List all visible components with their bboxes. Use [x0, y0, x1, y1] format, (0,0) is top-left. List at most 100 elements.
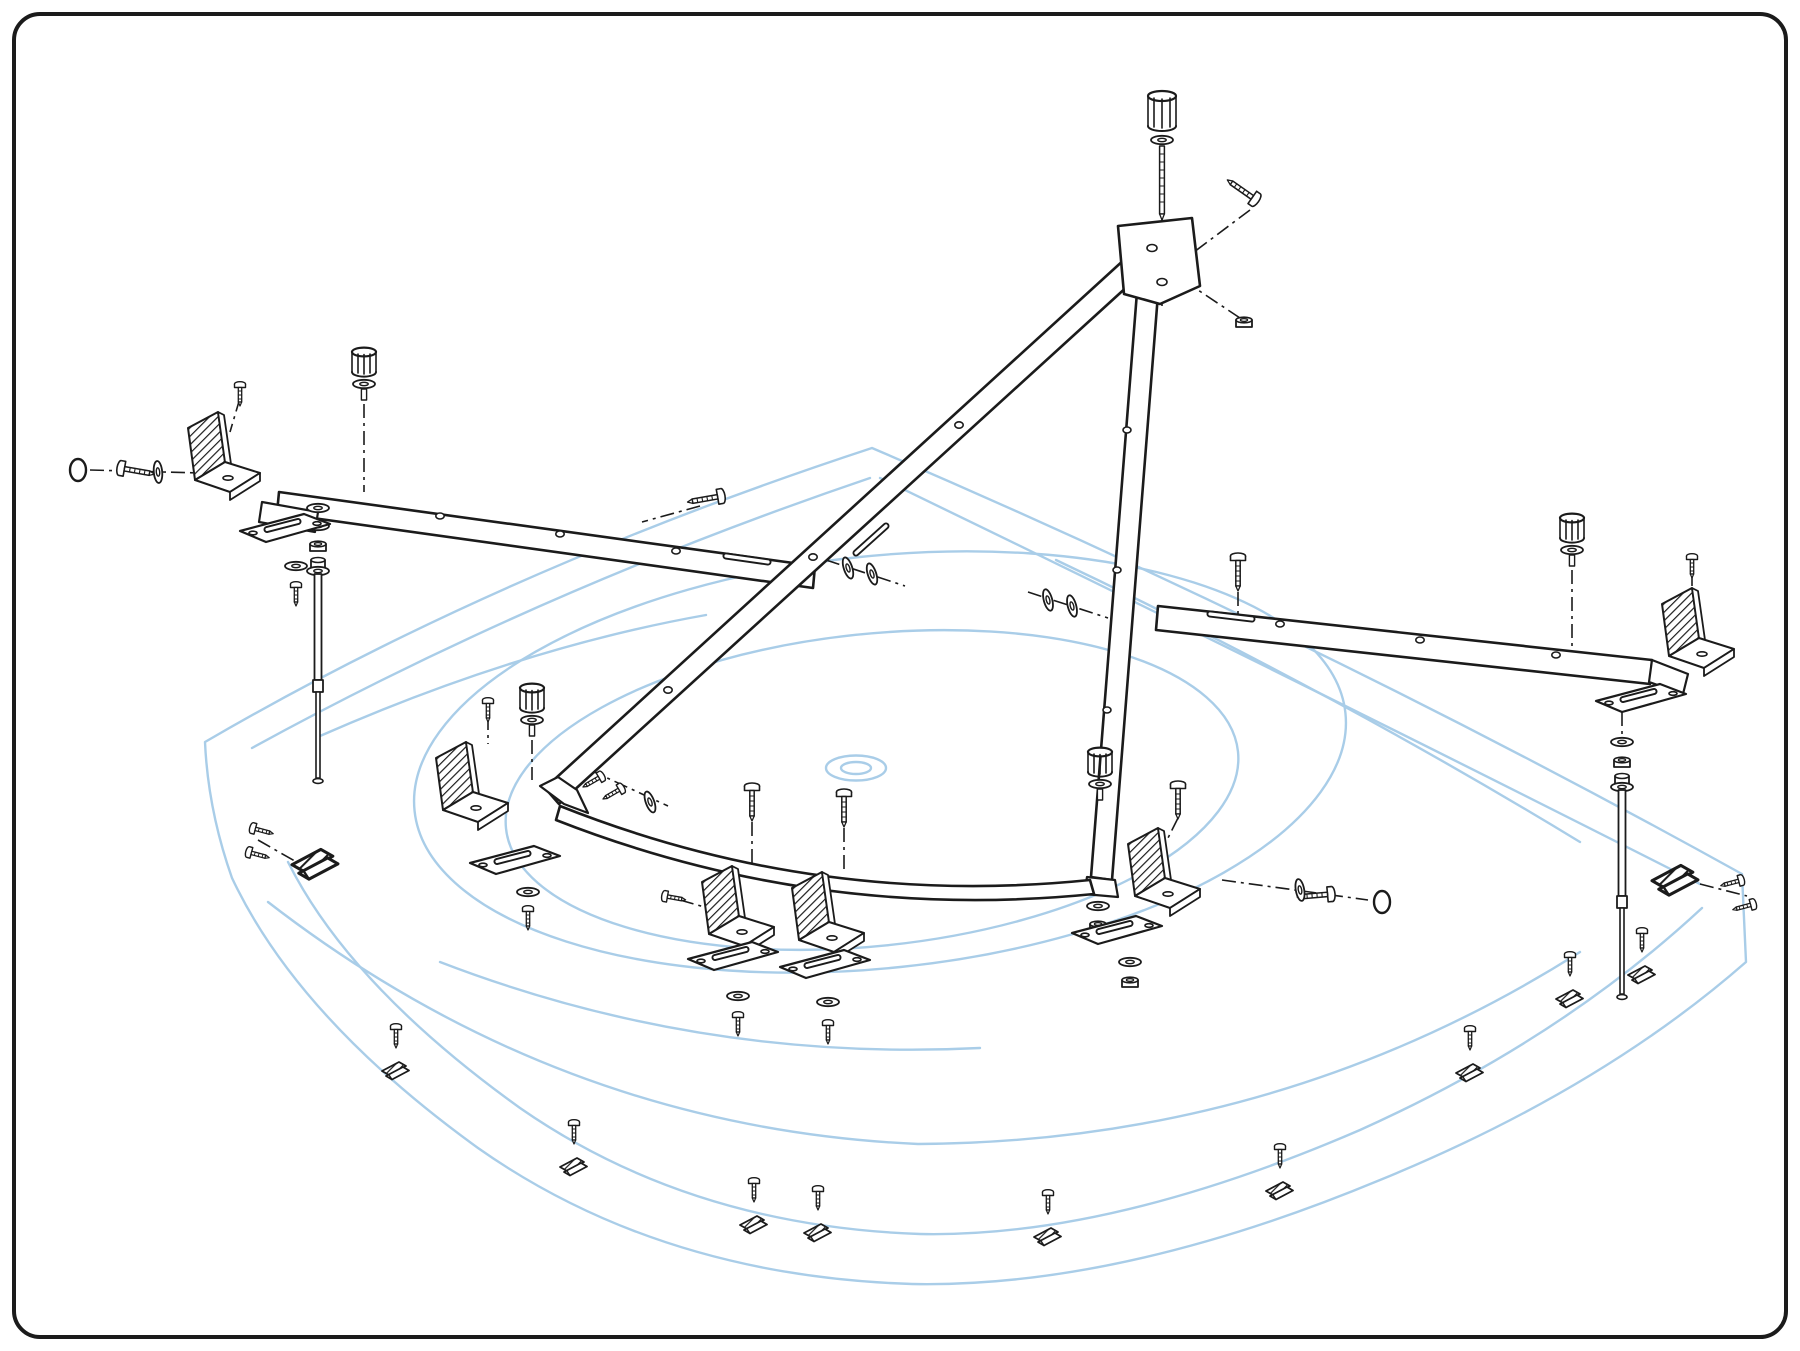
bolt-hole	[807, 552, 818, 561]
mounting-plate	[1072, 916, 1162, 944]
o-ring	[68, 457, 88, 483]
mounting-plate	[688, 942, 778, 970]
rim-clip	[1265, 1181, 1294, 1201]
mounting-plate	[780, 950, 870, 978]
rail-slot-inner	[854, 524, 888, 555]
mounting-plate	[470, 846, 560, 874]
machine-screw	[821, 1019, 835, 1045]
rim-clips	[381, 927, 1656, 1247]
corner-bracket	[435, 741, 509, 831]
machine-screw	[1635, 927, 1649, 953]
washer	[1064, 593, 1080, 619]
hex-nut	[1121, 976, 1139, 988]
page-border	[12, 12, 1788, 1339]
washer	[306, 502, 330, 514]
tub-drain-inner	[839, 760, 873, 776]
machine-screw	[1685, 553, 1699, 579]
machine-screw	[1563, 951, 1577, 977]
machine-screw	[1041, 1188, 1055, 1215]
tub-skirt-line	[266, 900, 1582, 1146]
adjustable-foot-bolt	[1560, 514, 1584, 566]
o-ring	[1372, 889, 1392, 915]
machine-screw	[243, 845, 272, 864]
adjustable-foot-bolt	[520, 684, 544, 736]
bolt-hole	[1275, 620, 1286, 628]
leader-lines	[89, 209, 1748, 909]
machine-screw	[835, 788, 853, 828]
washer	[641, 789, 659, 815]
rim-clip	[290, 847, 340, 881]
tub-rim-inner-front	[286, 860, 1704, 1236]
machine-screw	[599, 781, 628, 805]
machine-screw	[481, 697, 495, 723]
machine-screw	[114, 459, 157, 483]
bolt-hole	[670, 547, 681, 555]
leader-line	[679, 899, 709, 909]
bolt-hole	[1112, 566, 1122, 574]
rim-clip	[1555, 989, 1584, 1009]
machine-screw	[660, 889, 688, 906]
bolt-hole	[953, 420, 964, 429]
washer	[1040, 587, 1056, 613]
bolt-hole	[1415, 636, 1426, 644]
washer	[1293, 877, 1307, 903]
machine-screw	[1222, 172, 1264, 209]
tub-seat-line	[438, 960, 982, 1051]
rim-clip	[559, 1157, 588, 1177]
rim-clip	[803, 1223, 832, 1243]
corner-joint-plate	[1116, 216, 1202, 306]
machine-screw	[1169, 780, 1187, 820]
rail-slot-inner	[724, 554, 770, 564]
leader-line	[1193, 209, 1251, 253]
tub-rim-outer	[203, 446, 1748, 1286]
rim-clip	[1455, 1063, 1484, 1083]
washer	[839, 555, 857, 581]
machine-screw	[743, 782, 761, 822]
rim-clip	[739, 1215, 768, 1235]
tub-rim-inner-left	[250, 476, 872, 750]
tub-drain-outer	[824, 754, 888, 782]
machine-screw	[289, 581, 303, 607]
leader-line	[1165, 817, 1179, 843]
washer	[516, 886, 540, 898]
tub-basin-rim	[412, 550, 1348, 974]
leader-line	[257, 839, 301, 865]
bolt-hole	[434, 512, 445, 520]
adjustable-foot-bolt	[1148, 91, 1176, 220]
machine-screw	[747, 1176, 761, 1203]
bolt-hole	[1551, 651, 1562, 659]
washer	[284, 560, 308, 572]
machine-screw	[1229, 552, 1247, 592]
support-frame	[257, 216, 1690, 902]
leader-line	[1699, 883, 1748, 897]
leveling-leg	[1611, 774, 1633, 1000]
rim-clip	[1033, 1227, 1062, 1247]
rim-clip	[1650, 863, 1700, 897]
rail-slot-inner	[1208, 612, 1254, 621]
bolt-hole	[1102, 706, 1112, 714]
hex-nut	[1613, 756, 1631, 768]
tub-deck-line-left	[318, 613, 708, 738]
leader-line	[641, 505, 701, 523]
washer	[151, 459, 165, 485]
leader-line	[1197, 289, 1241, 319]
washer	[1610, 736, 1634, 748]
bolt-hole	[1122, 426, 1132, 434]
tub-outline	[203, 446, 1748, 1286]
frame-corner-gusset	[538, 775, 590, 815]
washer	[863, 561, 881, 587]
hardware	[68, 91, 1759, 1045]
washer	[1086, 900, 1110, 912]
bolt-hole	[662, 685, 673, 694]
corner-bracket	[1661, 587, 1735, 677]
machine-screw	[247, 821, 276, 840]
bolt-hole	[1156, 277, 1168, 287]
adjustable-foot-bolt	[352, 348, 376, 400]
frame-rail-diagonal	[543, 256, 1143, 806]
machine-screw	[1463, 1024, 1477, 1051]
machine-screw	[233, 381, 247, 407]
bolt-hole	[554, 530, 565, 538]
mounting-plate	[240, 514, 330, 542]
